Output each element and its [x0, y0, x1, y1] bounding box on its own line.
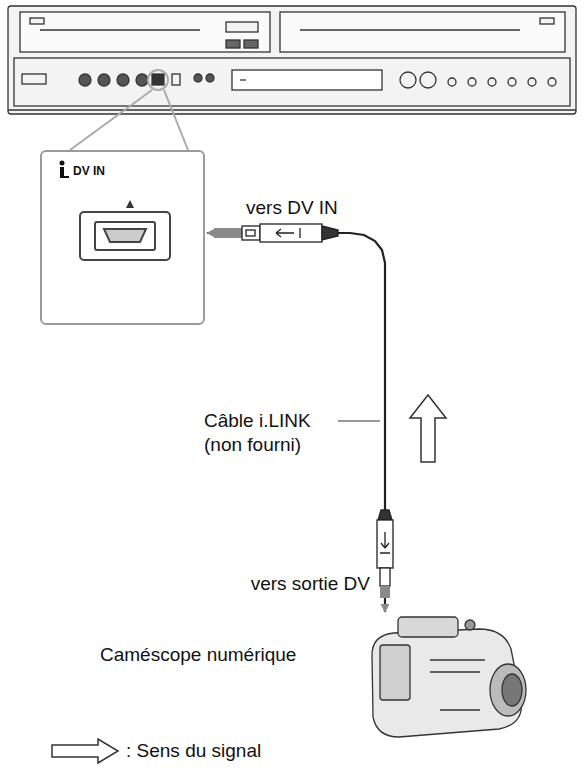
callout-zoom-part	[70, 90, 188, 150]
ilink-logo	[58, 160, 70, 178]
cable-plugs-part	[380, 568, 390, 586]
dvd-recorder-part	[117, 74, 129, 86]
cable-plugs-part	[242, 226, 260, 240]
cable-plugs-part	[260, 224, 322, 242]
cable-plugs-part	[378, 510, 392, 520]
dvd-recorder-part	[244, 40, 258, 48]
camcorder	[372, 617, 526, 737]
dvd-recorder-part	[468, 78, 476, 86]
legend-arrow	[50, 738, 120, 764]
dv-port-icon-part	[126, 200, 134, 208]
cable-plugs-part	[276, 228, 300, 238]
dvd-recorder-part	[206, 74, 214, 82]
dvd-recorder-part	[548, 78, 556, 86]
dvd-recorder-part	[172, 74, 180, 85]
camcorder-part	[398, 617, 458, 637]
dvd-recorder-part	[226, 22, 258, 32]
signal-arrow-part	[410, 395, 446, 462]
camcorder-part	[380, 645, 410, 700]
dv-port-icon-part	[95, 222, 155, 250]
dvd-recorder-part	[226, 40, 240, 48]
connector-label: vers sortie DV	[200, 572, 370, 595]
camcorder-part	[502, 674, 522, 706]
signal-arrow	[410, 395, 446, 462]
camcorder-part	[490, 664, 526, 716]
dvd-recorder-part	[22, 74, 46, 84]
dvd-recorder-part	[420, 72, 436, 88]
dvd-recorder-part	[240, 79, 246, 80]
ilink-logo-dot	[60, 161, 65, 166]
dvd-recorder-part	[98, 74, 110, 86]
dvd-recorder-part	[528, 78, 536, 86]
dvd-recorder-part	[20, 12, 270, 52]
dvd-recorder-part	[448, 78, 456, 86]
cable-plugs-part	[246, 230, 255, 236]
cable-plugs-part	[380, 532, 390, 553]
dv-port-icon	[80, 200, 170, 260]
dvd-recorder-part	[152, 74, 164, 85]
dvd-recorder-part	[136, 74, 148, 86]
device-name: Caméscope numérique	[100, 644, 296, 665]
connector-label: vers DV IN	[246, 196, 338, 219]
cable-plugs-part	[214, 228, 242, 238]
dvd-recorder-part	[79, 74, 91, 86]
camcorder-part	[465, 620, 475, 630]
dv-port-icon-part	[80, 212, 170, 260]
cable-plugs-part	[377, 520, 393, 568]
dvd-recorder-part	[14, 58, 570, 106]
dvd-recorder-part	[280, 12, 565, 52]
cable-plugs-part	[338, 420, 380, 421]
cable-label: Câble i.LINK (non fourni)	[204, 409, 336, 457]
dvd-recorder-part	[8, 109, 576, 110]
legend-text: : Sens du signal	[126, 740, 261, 762]
camcorder-box: Caméscope numérique	[90, 612, 360, 737]
cable-plugs-part	[322, 226, 338, 240]
callout-zoom-part	[148, 70, 168, 90]
device-label: Caméscope numérique	[100, 644, 296, 666]
dvd-recorder-part	[540, 18, 554, 24]
port-name: DV IN	[73, 164, 105, 178]
dvd-recorder-part	[8, 6, 576, 114]
cable-plugs-part	[380, 586, 390, 598]
dvd-recorder-part	[30, 18, 44, 24]
dvd-recorder-part	[40, 29, 200, 30]
dvd-recorder-part	[400, 72, 416, 88]
dvd-recorder-part	[300, 29, 520, 30]
port-label: DV IN	[58, 160, 105, 178]
callout-zoom	[70, 70, 188, 150]
dvd-recorder-part	[488, 78, 496, 86]
dvd-recorder-part	[232, 70, 382, 90]
camcorder-part	[430, 660, 485, 710]
legend: : Sens du signal	[50, 738, 261, 764]
ilink-logo-stem	[60, 167, 69, 178]
legend-arrow-shape	[52, 739, 118, 763]
dv-port-icon-part	[104, 229, 146, 242]
dv-in-inset: DV IN	[40, 150, 205, 325]
dvd-recorder-part	[508, 78, 516, 86]
dvd-recorder-part	[194, 74, 202, 82]
dvd-recorder	[8, 6, 576, 114]
